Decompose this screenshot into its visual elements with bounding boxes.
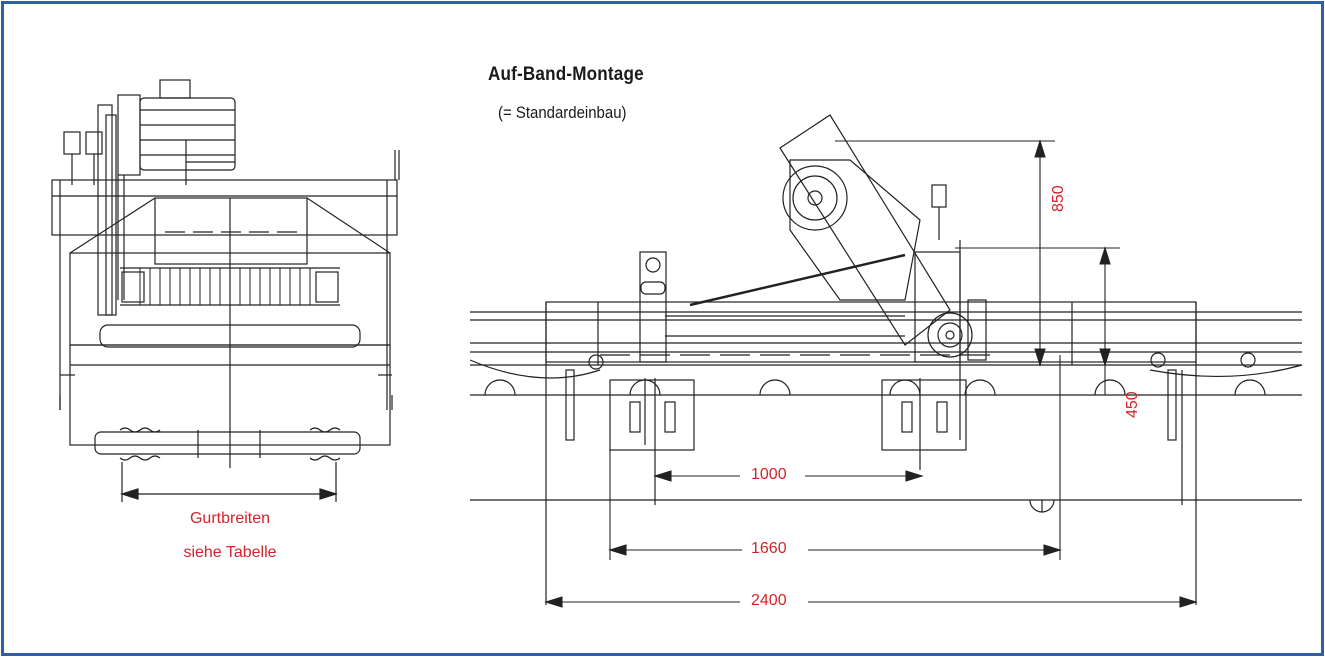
belt-width-label-line2: siehe Tabelle <box>183 544 277 561</box>
dimension-1000: 1000 <box>751 466 787 483</box>
dimension-450: 450 <box>1124 391 1141 418</box>
page-subtitle: (= Standardeinbau) <box>498 103 627 122</box>
belt-width-label-line1: Gurtbreiten <box>189 510 271 527</box>
belt-width-dimension-line <box>119 462 339 502</box>
side-view-dimension-lines <box>544 139 1198 608</box>
dimension-2400: 2400 <box>751 592 787 609</box>
dimension-850: 850 <box>1050 185 1067 212</box>
side-view-drawing <box>469 114 1303 605</box>
dimension-1660: 1660 <box>751 540 787 557</box>
page-title: Auf-Band-Montage <box>488 64 644 85</box>
front-view-drawing <box>51 79 400 468</box>
